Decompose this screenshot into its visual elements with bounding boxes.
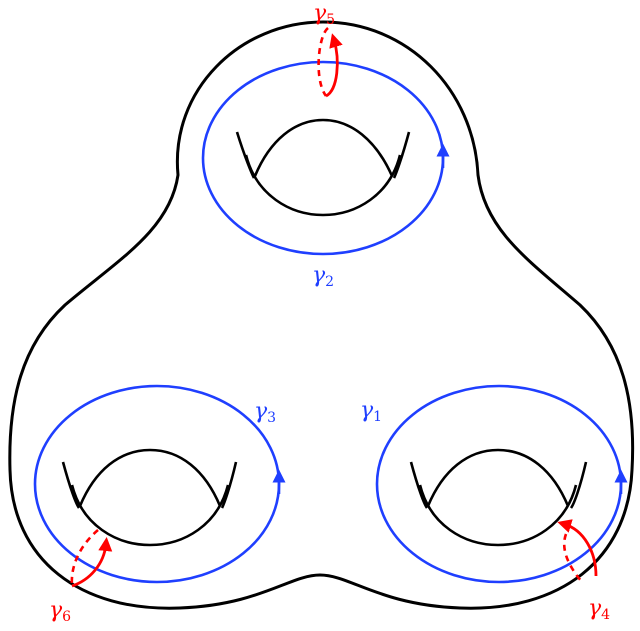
hole-right [411, 450, 586, 545]
gamma1-curve [377, 386, 621, 582]
hole-left [63, 450, 236, 545]
gamma3-curve [35, 386, 279, 582]
gamma6-hidden-arc [72, 530, 98, 586]
gamma4-label: γ4 [588, 596, 610, 623]
gamma1-label: γ1 [360, 398, 382, 425]
gamma6-label: γ6 [49, 598, 71, 625]
surface-outline [10, 22, 633, 608]
hole-top [237, 120, 409, 215]
gamma5-label: γ5 [313, 1, 335, 28]
gamma5-visible-arc [326, 40, 337, 96]
gamma2-label: γ2 [312, 263, 334, 290]
gamma3-label: γ3 [254, 399, 276, 426]
gamma2-curve [203, 62, 443, 254]
